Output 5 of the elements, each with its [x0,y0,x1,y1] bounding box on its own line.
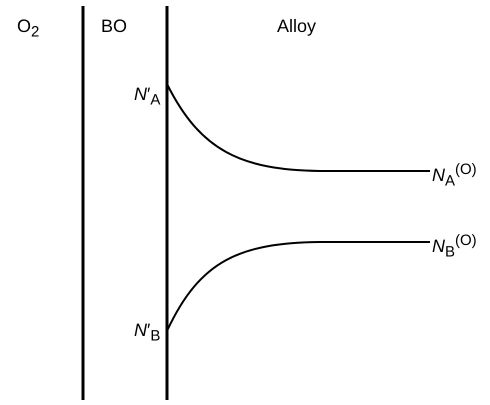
phase-label: O$_{2}$ [17,16,40,43]
concentration-label: N′$_{B}$ [134,320,160,347]
concentration-label: N′$_{A}$ [134,84,160,111]
phase-label: BO [101,16,128,36]
phase-label: Alloy [277,16,316,36]
